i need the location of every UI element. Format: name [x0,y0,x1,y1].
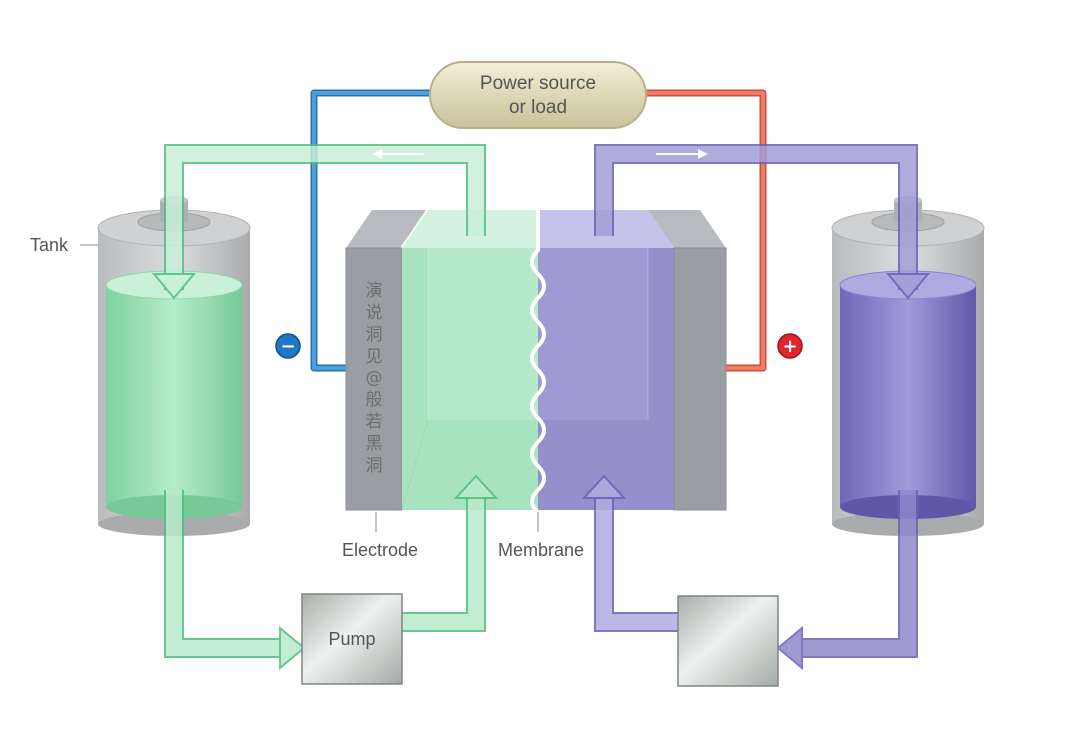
svg-text:演: 演 [366,281,383,301]
svg-text:黑: 黑 [366,434,383,454]
negative-electrolyte-compartment [401,210,538,511]
arrowhead-into-left-tank [151,273,197,300]
electrode-label: Electrode [342,540,418,560]
svg-text:洞: 洞 [366,325,383,345]
left-pump: Pump [301,593,403,685]
svg-text:−: − [280,336,295,357]
right-electrode [648,210,727,511]
svg-text:般: 般 [366,390,383,410]
membrane-label: Membrane [498,540,584,560]
power-source: Power source or load [429,61,647,129]
svg-text:说: 说 [366,303,383,323]
svg-text:若: 若 [366,412,383,432]
arrowhead-into-cell-left [453,474,499,499]
power-source-label-1: Power source [480,73,596,94]
plus-circle-icon: + [777,333,803,359]
minus-circle-icon: − [275,333,301,359]
arrowhead-into-pump [279,625,306,671]
tank-label: Tank [30,235,69,255]
svg-text:洞: 洞 [366,456,383,476]
pump-label: Pump [328,629,375,649]
power-source-label-2: or load [509,97,567,118]
positive-electrolyte-compartment [538,210,674,510]
watermark: 演 说 洞 见 @ 般 若 黑 洞 [366,281,383,476]
arrowhead-into-right-tank [885,273,931,300]
negative-flow-pipes [151,144,499,671]
svg-text:@: @ [366,368,383,388]
svg-text:见: 见 [366,347,383,367]
positive-flow-pipes [581,144,931,671]
svg-text:+: + [782,336,797,357]
membrane [530,210,546,517]
arrowhead-into-right-pump [776,625,803,671]
arrowhead-into-cell-right [581,474,627,499]
cell-stack [345,210,727,517]
right-pump [677,595,779,687]
